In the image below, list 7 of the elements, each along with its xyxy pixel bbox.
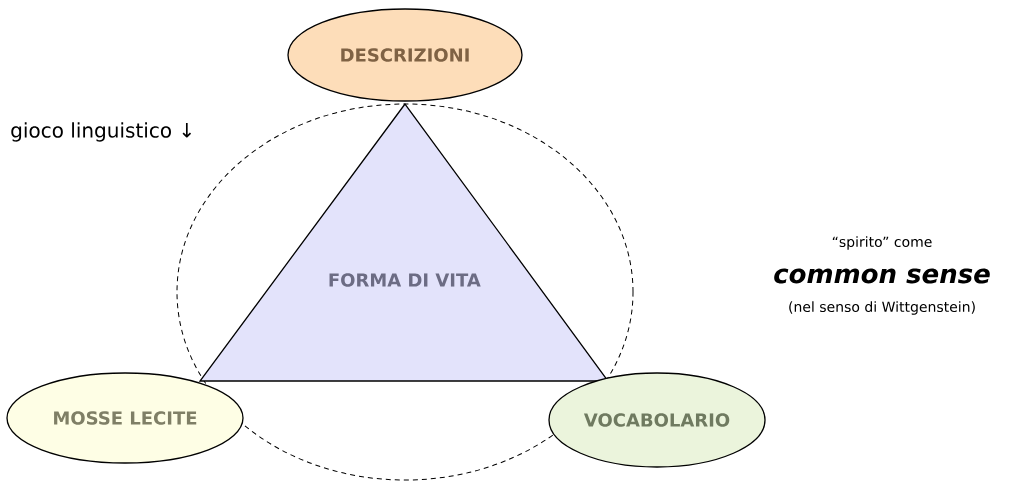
ellipse-node: DESCRIZIONI [287,8,523,102]
ellipse-heading: gioco linguistico ↓ [11,122,192,142]
note-text: “spirito” come [832,236,932,250]
note-heading: common sense [774,268,990,284]
note-text: (nel senso di Wittgenstein) [789,301,975,315]
ellipse-node: VOCABOLARIO [548,372,766,468]
ellipse-node: MOSSE LECITE [6,372,244,464]
